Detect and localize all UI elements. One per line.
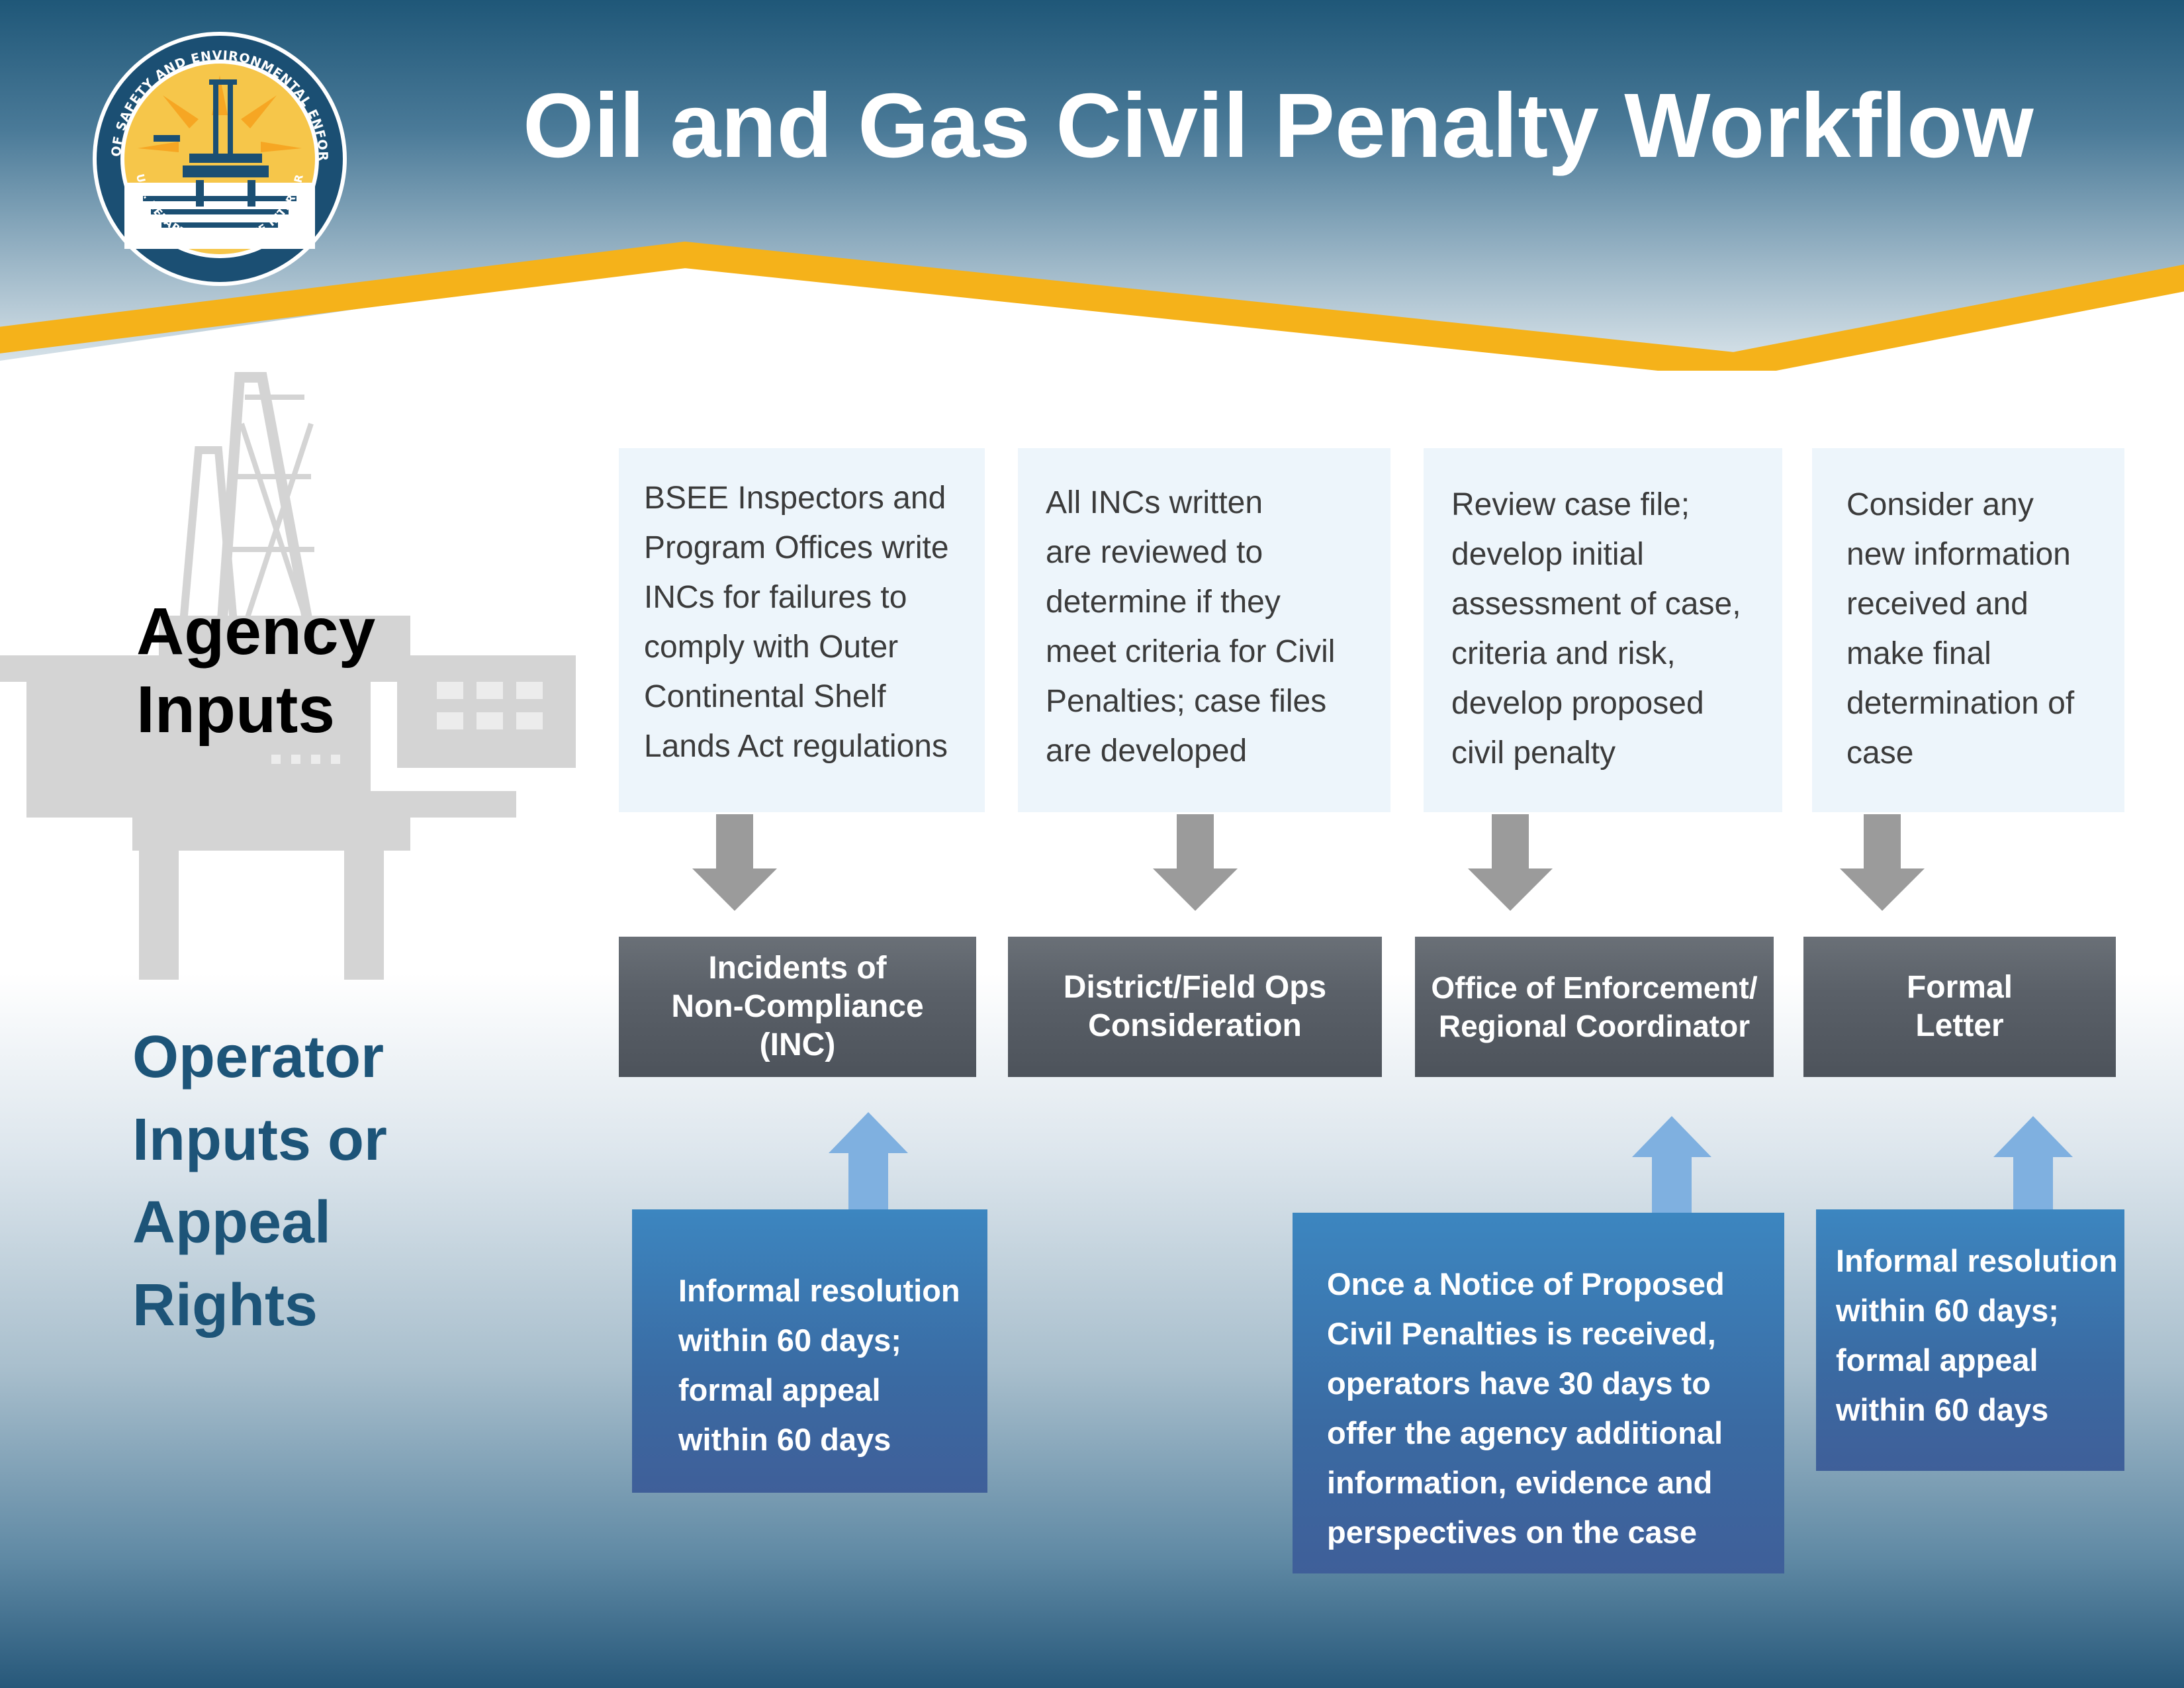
agency-input-box-2: All INCs written are reviewed to determi… <box>1018 448 1390 812</box>
down-arrow-icon <box>1153 814 1238 911</box>
box-line: meet criteria for Civil <box>1046 634 1336 669</box>
box-line: comply with Outer <box>644 630 899 665</box>
box-line: Penalties; case files <box>1046 684 1327 719</box>
box-line: Informal resolution <box>678 1273 960 1308</box>
offshore-rig-illustration <box>0 372 576 980</box>
box-line: operators have 30 days to <box>1327 1366 1711 1401</box>
agency-inputs-label: Agency Inputs <box>136 592 441 749</box>
box-line: new information <box>1846 537 2071 572</box>
agency-input-box-1: BSEE Inspectors and Program Offices writ… <box>619 448 985 812</box>
step-line: Regional Coordinator <box>1438 1009 1751 1043</box>
up-arrow-icon <box>1993 1116 2073 1214</box>
agency-input-box-4: Consider any new information received an… <box>1812 448 2124 812</box>
box-line: Continental Shelf <box>644 679 886 714</box>
agency-input-box-3: Review case file; develop initial assess… <box>1424 448 1782 812</box>
gold-stripe <box>0 241 2184 371</box>
step-line: Consideration <box>1088 1008 1302 1043</box>
agency-label-line: Inputs <box>136 673 335 747</box>
box-line: civil penalty <box>1451 735 1616 771</box>
operator-label-line: Rights <box>132 1272 318 1338</box>
step-line: Non-Compliance <box>671 989 924 1024</box>
box-line: develop initial <box>1451 537 1644 572</box>
agency-label-line: Agency <box>136 594 376 669</box>
operator-input-box-2: Once a Notice of Proposed Civil Penaltie… <box>1293 1213 1784 1573</box>
operator-input-box-1: Informal resolution within 60 days; form… <box>632 1209 987 1493</box>
step-line: (INC) <box>759 1027 836 1062</box>
operator-input-box-3: Informal resolution within 60 days; form… <box>1816 1209 2124 1471</box>
box-line: formal appeal <box>1836 1342 2038 1378</box>
box-line: within 60 days <box>678 1422 891 1457</box>
box-line: within 60 days; <box>678 1323 901 1358</box>
bsee-seal-logo: BUREAU OF SAFETY AND ENVIRONMENTAL ENFOR… <box>90 29 347 286</box>
step-line: Formal <box>1906 970 2013 1005</box>
step-box-formal-letter: Formal Letter <box>1803 937 2116 1077</box>
box-line: received and <box>1846 586 2028 622</box>
operator-label-line: Inputs or <box>132 1107 387 1173</box>
down-arrow-icon <box>692 814 777 911</box>
operator-label-line: Operator <box>132 1024 385 1090</box>
step-box-office-of-enforcement: Office of Enforcement/ Regional Coordina… <box>1415 937 1774 1077</box>
operator-inputs-label: Operator Inputs or Appeal Rights <box>132 1016 477 1347</box>
up-arrow-icon <box>829 1112 908 1210</box>
box-line: are reviewed to <box>1046 535 1263 570</box>
box-line: INCs for failures to <box>644 580 907 615</box>
box-line: All INCs written <box>1046 485 1263 520</box>
page-title: Oil and Gas Civil Penalty Workflow <box>523 75 2034 177</box>
step-line: Incidents of <box>708 951 887 986</box>
down-arrow-icon <box>1468 814 1553 911</box>
box-line: assessment of case, <box>1451 586 1741 622</box>
box-line: determination of <box>1846 686 2075 721</box>
step-box-inc: Incidents of Non-Compliance (INC) <box>619 937 976 1077</box>
box-line: within 60 days <box>1836 1392 2049 1427</box>
box-line: formal appeal <box>678 1372 881 1407</box>
box-line: Informal resolution <box>1836 1243 2118 1278</box>
box-line: Civil Penalties is received, <box>1327 1316 1716 1351</box>
box-line: BSEE Inspectors and <box>644 481 946 516</box>
step-line: Letter <box>1915 1008 2004 1043</box>
box-line: perspectives on the case <box>1327 1515 1698 1550</box>
box-line: Consider any <box>1846 487 2034 522</box>
box-line: offer the agency additional <box>1327 1415 1723 1450</box>
box-line: make final <box>1846 636 1991 671</box>
box-line: information, evidence and <box>1327 1465 1713 1500</box>
step-line: Office of Enforcement/ <box>1431 970 1758 1005</box>
box-line: within 60 days; <box>1836 1293 2059 1328</box>
box-line: case <box>1846 735 1914 771</box>
box-line: Review case file; <box>1451 487 1690 522</box>
down-arrow-icon <box>1840 814 1925 911</box>
box-line: Program Offices write <box>644 530 949 565</box>
operator-label-line: Appeal <box>132 1190 332 1256</box>
box-line: Lands Act regulations <box>644 729 948 764</box>
box-line: are developed <box>1046 733 1248 769</box>
step-line: District/Field Ops <box>1063 970 1327 1005</box>
step-box-district-field-ops: District/Field Ops Consideration <box>1008 937 1382 1077</box>
up-arrow-icon <box>1632 1116 1711 1214</box>
box-line: determine if they <box>1046 585 1281 620</box>
header-divider <box>0 241 2184 371</box>
box-line: develop proposed <box>1451 686 1704 721</box>
box-line: Once a Notice of Proposed <box>1327 1266 1725 1301</box>
box-line: criteria and risk, <box>1451 636 1676 671</box>
